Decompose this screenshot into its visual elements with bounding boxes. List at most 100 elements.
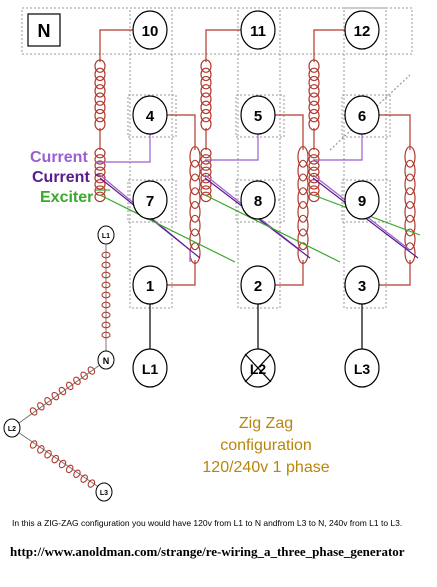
coil-loop <box>297 173 309 196</box>
coil-loop <box>94 108 106 123</box>
vector-node-l1-label: L1 <box>102 233 110 240</box>
terminal-6: 6 <box>344 95 380 135</box>
terminal-7-label: 7 <box>146 193 154 210</box>
coil-loop <box>189 159 201 182</box>
vector-coil-loop <box>37 402 45 411</box>
vector-node-l2: L2 <box>3 418 21 438</box>
coil-loop <box>200 59 212 73</box>
coil-wiring <box>99 29 411 286</box>
caption: In this a ZIG-ZAG configuration you woul… <box>12 518 403 528</box>
coil-loop <box>94 179 106 190</box>
legend-current-1: Current <box>30 149 88 166</box>
coil-loop <box>404 187 416 210</box>
coil-loop <box>297 214 309 237</box>
output-l2: L2 <box>240 348 276 388</box>
coil-loop <box>200 84 212 98</box>
coil-loop <box>200 117 212 131</box>
vector-coil-loop <box>80 474 88 483</box>
vector-node-l3-label: L3 <box>100 490 108 497</box>
coil-loop <box>200 179 212 190</box>
terminal-8: 8 <box>240 180 276 220</box>
coil-loop <box>200 75 212 90</box>
coil-loop <box>94 160 106 171</box>
coil-loop <box>94 172 106 184</box>
panel-outlines <box>21 7 413 309</box>
terminal-12: 12 <box>344 10 380 50</box>
coil-loop <box>297 145 309 168</box>
vector-coil-loop <box>44 450 52 459</box>
terminal-4-label: 4 <box>146 108 155 125</box>
vector-coil-loop <box>101 291 111 299</box>
vector-coil-loop <box>101 331 111 339</box>
coil-loop <box>308 179 320 190</box>
coil-loop <box>200 92 212 106</box>
vector-coil-loop <box>51 454 60 464</box>
coil-loop <box>308 75 320 90</box>
output-l3-label: L3 <box>354 361 371 377</box>
vector-coil-loop <box>87 366 96 375</box>
coil-loop <box>94 166 106 178</box>
output-l1: L1 <box>132 348 168 388</box>
legend-current-2: Current <box>32 169 90 186</box>
coil-loop <box>189 145 201 168</box>
terminal-9-label: 9 <box>358 193 366 210</box>
terminal-3: 3 <box>344 265 380 305</box>
vector-coil-loop <box>101 301 111 309</box>
coil-loop <box>189 173 201 196</box>
coil-loop <box>308 100 320 115</box>
coil-loop <box>94 117 106 131</box>
vector-node-l1: L1 <box>97 225 115 245</box>
coil-loop <box>189 214 201 237</box>
coil-loop <box>200 166 212 178</box>
coil-loop <box>94 147 106 159</box>
vector-coil-loop <box>101 261 111 269</box>
terminal-10: 10 <box>132 10 168 50</box>
coil-loop <box>404 242 416 265</box>
terminal-10-label: 10 <box>142 23 159 40</box>
output-l3: L3 <box>344 348 380 388</box>
vector-coil-loop <box>51 391 60 401</box>
coil-loop <box>308 108 320 123</box>
coil-loop <box>297 242 309 265</box>
coil-loop <box>404 145 416 168</box>
terminal-2: 2 <box>240 265 276 305</box>
vector-coil-loop <box>101 311 111 319</box>
terminal-1-label: 1 <box>146 278 154 295</box>
vector-coil-loop <box>101 251 111 259</box>
neutral-box-label: N <box>38 21 51 41</box>
vector-node-l3: L3 <box>95 482 113 502</box>
vector-coil-loop <box>58 386 67 396</box>
coil-loop <box>297 187 309 210</box>
terminal-12-label: 12 <box>354 23 371 40</box>
coil-loop <box>297 200 309 223</box>
coil-loop <box>200 154 212 165</box>
terminal-6-label: 6 <box>358 108 366 125</box>
config-line-1: Zig Zag <box>239 415 293 432</box>
coil-loop <box>404 159 416 182</box>
coil-loop <box>200 108 212 123</box>
coil-loop <box>308 166 320 178</box>
output-l1-label: L1 <box>142 361 159 377</box>
vector-coil-loop <box>73 376 81 385</box>
terminal-3-label: 3 <box>358 278 366 295</box>
vector-coil-loop <box>101 271 111 279</box>
vector-coil-loop <box>101 281 111 289</box>
coil-loop <box>308 172 320 184</box>
vector-coil-loop <box>65 381 74 391</box>
coil-loop <box>94 75 106 90</box>
coil-loop <box>200 191 212 203</box>
coil-loop <box>94 84 106 98</box>
terminal-11-label: 11 <box>250 23 266 40</box>
terminal-11: 11 <box>240 10 276 50</box>
coil-loop <box>404 200 416 223</box>
coil-loop <box>297 228 309 251</box>
vector-coil-loop <box>73 469 81 478</box>
terminal-5: 5 <box>240 95 276 135</box>
coil-loop <box>297 159 309 182</box>
terminal-5-label: 5 <box>254 108 262 125</box>
coil-loop <box>308 154 320 165</box>
source-url[interactable]: http://www.anoldman.com/strange/re-wirin… <box>10 544 405 559</box>
vector-coil-loop <box>37 445 45 454</box>
coil-loop <box>189 200 201 223</box>
output-leads <box>149 300 363 350</box>
